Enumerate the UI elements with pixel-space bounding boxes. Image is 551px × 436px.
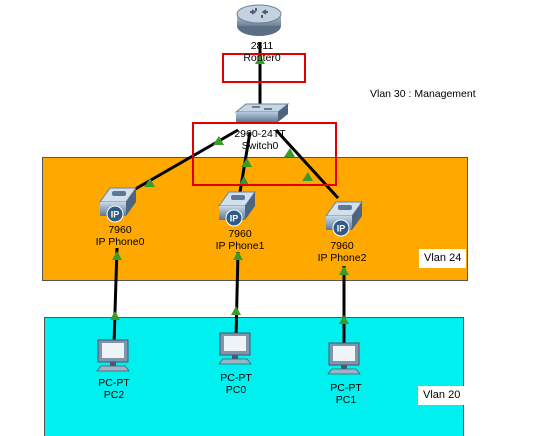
ip-phone-icon[interactable]: IP (218, 191, 256, 227)
switch-highlight-box (192, 122, 337, 186)
link-up-icon (233, 251, 243, 260)
pc0-model: PC-PT (220, 372, 252, 384)
switch-icon[interactable] (234, 103, 290, 122)
router-highlight-box (222, 53, 306, 83)
pc0-name: PC0 (225, 384, 247, 396)
pc2-label: PC-PT PC2 (98, 377, 130, 401)
link-up-icon (239, 176, 249, 185)
link-status-markers (110, 55, 349, 324)
link-up-icon (302, 172, 313, 181)
pc2-name: PC2 (103, 389, 125, 401)
switch-model: 2960-24TT (234, 128, 286, 140)
ip-badge-text: IP (337, 224, 346, 234)
link-up-icon (112, 251, 122, 260)
vlan20-label: Vlan 20 (418, 386, 466, 405)
phone2-label: 7960 IP Phone2 (318, 240, 367, 264)
phone1-name: IP Phone1 (215, 240, 265, 252)
link-phone0-pc2 (112, 247, 119, 345)
phone1-model: 7960 (228, 228, 252, 240)
router-label: 2811 Router0 (243, 40, 280, 64)
link-up-icon (213, 136, 224, 145)
vlan24-label: Vlan 24 (419, 249, 467, 268)
ip-phone-icon[interactable]: IP (325, 201, 363, 237)
link-up-icon (339, 315, 349, 324)
phone2-name: IP Phone2 (317, 252, 367, 264)
pc1-name: PC1 (335, 394, 357, 406)
phone2-model: 7960 (330, 240, 354, 252)
link-switch-phone2 (274, 128, 340, 200)
link-up-icon (144, 178, 155, 187)
router-name: Router0 (243, 52, 281, 64)
management-vlan-label: Vlan 30 : Management (370, 88, 476, 100)
phone0-label: 7960 IP Phone0 (96, 224, 145, 248)
pc1-model: PC-PT (330, 382, 362, 394)
router-icon[interactable] (236, 4, 282, 36)
link-up-icon (231, 306, 241, 315)
ip-phone-icon[interactable]: IP (99, 187, 137, 223)
phone0-model: 7960 (108, 224, 132, 236)
pc-icon[interactable] (96, 339, 130, 372)
phone1-label: 7960 IP Phone1 (216, 228, 265, 252)
link-up-icon (339, 266, 349, 275)
phone0-name: IP Phone0 (95, 236, 145, 248)
link-phone1-pc0 (234, 251, 240, 339)
link-up-icon (284, 148, 295, 157)
link-up-icon (241, 158, 252, 167)
switch-label: 2960-24TT Switch0 (234, 128, 285, 152)
pc-icon[interactable] (218, 332, 252, 365)
ip-badge-text: IP (111, 210, 120, 220)
link-up-icon (255, 55, 265, 64)
ip-badge-text: IP (230, 214, 239, 224)
pc-icon[interactable] (327, 342, 361, 375)
router-model: 2811 (250, 40, 274, 52)
switch-name: Switch0 (241, 140, 279, 152)
link-up-icon (110, 311, 120, 320)
pc2-model: PC-PT (98, 377, 130, 389)
pc0-label: PC-PT PC0 (220, 372, 252, 396)
pc1-label: PC-PT PC1 (330, 382, 362, 406)
